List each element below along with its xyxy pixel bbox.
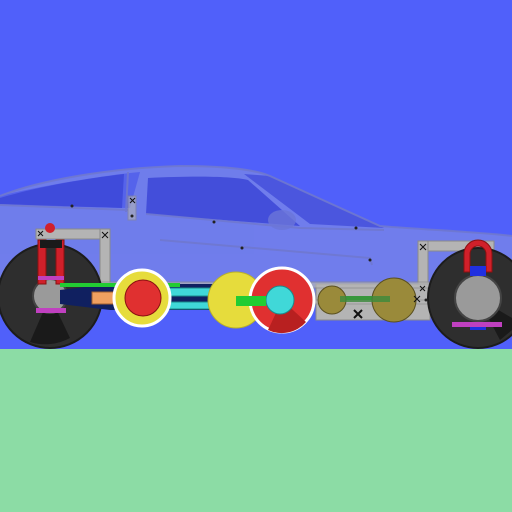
side-mirror xyxy=(268,210,296,230)
cross-marker-icon[interactable] xyxy=(37,230,44,237)
frame-body-post xyxy=(127,195,137,221)
cross-marker-icon[interactable] xyxy=(129,197,136,204)
cross-marker-icon[interactable] xyxy=(101,231,109,239)
green-center-block xyxy=(236,296,266,306)
pins xyxy=(70,204,428,302)
pin-icon xyxy=(212,220,216,224)
cross-marker-icon[interactable] xyxy=(419,243,427,251)
windshield xyxy=(244,174,384,228)
rear-strut-block xyxy=(470,266,486,276)
front-tire-tread xyxy=(30,296,70,345)
side-window xyxy=(146,176,300,226)
rear-suspension[interactable] xyxy=(452,239,502,330)
pin-icon xyxy=(354,226,358,230)
rear-window xyxy=(0,174,124,208)
red-gear-front xyxy=(124,279,162,317)
pin-icon xyxy=(240,246,244,250)
front-strut-pin xyxy=(45,223,55,233)
joint-markers[interactable] xyxy=(37,197,427,319)
rear-lower-joint xyxy=(452,322,502,327)
olive-gears[interactable] xyxy=(317,277,417,323)
cross-marker-icon[interactable] xyxy=(413,295,421,303)
olive-rod xyxy=(340,296,390,302)
front-upper-joint xyxy=(38,276,64,280)
front-bracket-drop xyxy=(99,228,111,290)
pin-icon xyxy=(368,258,372,262)
cyan-hub[interactable] xyxy=(265,285,295,315)
front-strut-cap xyxy=(40,240,62,248)
pin-icon xyxy=(424,298,428,302)
front-lower-joint xyxy=(36,308,66,313)
rear-hub xyxy=(454,274,502,322)
rear-strut-arch xyxy=(463,239,493,273)
cross-marker-icon[interactable] xyxy=(419,285,426,292)
pin-icon xyxy=(70,204,74,208)
red-gear-main-shade xyxy=(268,300,306,334)
cross-marker-icon[interactable] xyxy=(353,309,363,319)
car-windows xyxy=(0,174,384,228)
pin-icon xyxy=(130,214,134,218)
ground xyxy=(0,349,512,512)
body-edges xyxy=(0,164,512,266)
orange-block xyxy=(91,291,115,305)
